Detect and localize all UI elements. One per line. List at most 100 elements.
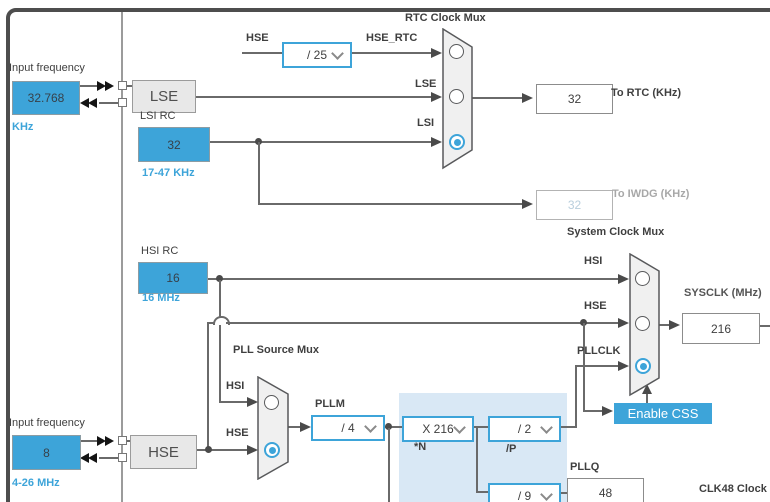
osc-arrow-right-icon	[97, 81, 106, 91]
pllq-value: / 9	[517, 489, 532, 502]
lsi-frequency-field[interactable]: 32	[138, 127, 210, 162]
junction-dot	[255, 138, 262, 145]
lse-input-frequency-field[interactable]: 32.768	[12, 81, 80, 115]
wire-hse-branch-up	[207, 322, 209, 451]
rtc-hse-divider-dropdown[interactable]: / 25	[282, 42, 352, 68]
wire-rtcdiv-to-mux	[348, 52, 432, 54]
osc32-unit-label: KHz	[12, 121, 34, 133]
pllm-value: / 4	[341, 421, 355, 435]
sys-mux-radio-pllclk[interactable]	[635, 358, 651, 374]
pllp-value: / 2	[517, 422, 532, 436]
pll-hse-signal-label: HSE	[226, 427, 249, 439]
wire-osc8-out	[79, 440, 97, 442]
osc-arrow-left-icon	[80, 98, 89, 108]
pll-mux-radio-hsi[interactable]	[264, 395, 279, 410]
to-rtc-value-field[interactable]: 32	[536, 84, 613, 114]
to-iwdg-value-field: 32	[536, 190, 613, 220]
wire-pllclk-up	[575, 365, 577, 427]
chevron-down-icon	[453, 421, 466, 434]
wire-pllmux-out	[288, 426, 300, 428]
lse-source-box: LSE	[132, 80, 196, 113]
arrowhead-up	[642, 384, 652, 394]
plln-value: X 216	[422, 422, 454, 436]
pllp-dropdown[interactable]: / 2	[488, 416, 561, 442]
osc-arrow-left-icon	[88, 98, 97, 108]
osc-arrow-right-icon	[105, 81, 114, 91]
pllq-output-field[interactable]: 48	[567, 478, 644, 502]
pllp-div-label: /P	[506, 443, 517, 455]
wire-rtcmux-out	[472, 97, 523, 99]
wire-hse-to-rtcdiv	[242, 52, 282, 54]
hsi-rc-label: HSI RC	[141, 245, 179, 257]
rtc-mux-radio-hse-rtc[interactable]	[449, 44, 464, 59]
hse-rtc-signal-label: HSE_RTC	[366, 32, 418, 44]
wire-hsebox-out	[195, 449, 247, 451]
osc-pin	[118, 436, 127, 445]
plln-mult-label: *N	[414, 441, 427, 453]
arrowhead	[618, 361, 629, 371]
arrowhead	[431, 137, 442, 147]
osc-pin	[118, 81, 127, 90]
osc-pin	[118, 98, 127, 107]
wire-hsi-branch-down	[219, 280, 221, 403]
pllm-label: PLLM	[315, 398, 345, 410]
junction-dot	[216, 275, 223, 282]
wire-hsi-to-sysmux	[206, 278, 618, 280]
lsi-rc-label: LSI RC	[140, 110, 176, 122]
clk48-clock-title: CLK48 Clock	[699, 483, 767, 495]
arrowhead	[522, 93, 533, 103]
chevron-down-icon	[540, 421, 553, 434]
chevron-down-icon	[331, 47, 344, 60]
hse-source-box: HSE	[130, 435, 197, 469]
wire-sysclk-out	[758, 325, 770, 327]
wire-hop	[213, 316, 230, 325]
osc-arrow-right-icon	[105, 436, 114, 446]
hsi-frequency-field[interactable]: 16	[138, 262, 208, 294]
peripheral-divider	[121, 12, 123, 502]
sys-hse-signal-label: HSE	[584, 300, 607, 312]
rtc-lsi-signal-label: LSI	[417, 117, 435, 129]
sysclk-label: SYSCLK (MHz)	[684, 287, 762, 299]
arrowhead	[602, 406, 613, 416]
wire-sysmux-out	[659, 324, 670, 326]
hse-input-frequency-field[interactable]: 8	[12, 435, 81, 470]
sys-mux-radio-hsi[interactable]	[635, 271, 650, 286]
junction-dot	[580, 319, 587, 326]
enable-css-button[interactable]: Enable CSS	[614, 403, 712, 424]
wire-pin-hse	[127, 440, 130, 442]
wire-hsi-to-pllmux	[220, 401, 247, 403]
window-border	[6, 8, 770, 502]
wire-lse-to-mux	[193, 96, 432, 98]
wire-pllm-branch-down	[388, 428, 390, 502]
arrowhead	[618, 274, 629, 284]
arrowhead	[522, 199, 533, 209]
rtc-mux-radio-lse[interactable]	[449, 89, 464, 104]
system-clock-mux-title: System Clock Mux	[567, 226, 665, 238]
wire-n-branch-down	[476, 427, 478, 492]
rtc-mux-radio-lsi[interactable]	[449, 134, 465, 150]
arrowhead	[300, 422, 311, 432]
sys-mux-radio-hse[interactable]	[635, 316, 650, 331]
chevron-down-icon	[540, 488, 553, 501]
pllm-dropdown[interactable]: / 4	[311, 415, 385, 441]
wire-to-iwdg	[258, 203, 522, 205]
wire-to-q	[476, 491, 488, 493]
sys-hsi-signal-label: HSI	[584, 255, 603, 267]
wire-css-in	[583, 410, 603, 412]
wire-css-branch	[583, 323, 585, 411]
wire-lsi-to-mux	[208, 141, 432, 143]
sysclk-value-field[interactable]: 216	[682, 313, 760, 344]
pllq-label: PLLQ	[570, 461, 600, 473]
wire-pin-lse	[127, 85, 132, 87]
arrowhead	[247, 397, 258, 407]
rtc-hse-divider-value: / 25	[306, 48, 327, 62]
osc-arrow-right-icon	[97, 436, 106, 446]
pllq-dropdown[interactable]: / 9	[488, 483, 561, 502]
plln-dropdown[interactable]: X 216	[402, 416, 474, 442]
osc-arrow-left-icon	[80, 453, 89, 463]
wire-q-to-pllq	[557, 492, 567, 494]
wire-osc32-out	[78, 85, 97, 87]
wire-osc32-return	[99, 102, 127, 104]
pll-mux-radio-hse[interactable]	[264, 442, 280, 458]
